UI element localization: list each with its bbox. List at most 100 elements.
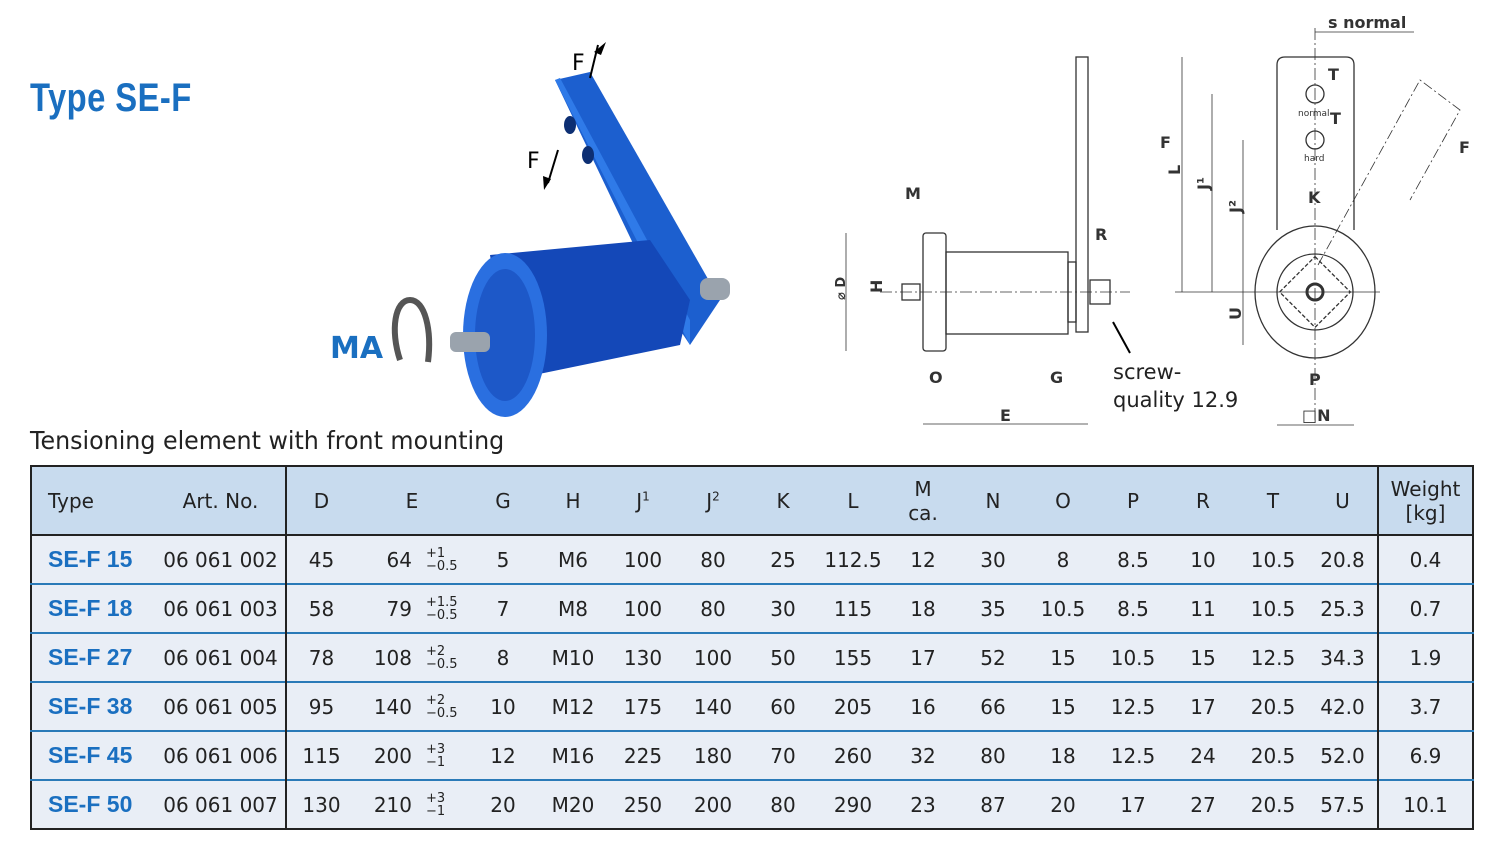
header-G: G [468,466,538,536]
e-value: 64 [386,547,412,572]
cell-r: 24 [1168,730,1238,780]
header-N: N [958,466,1028,536]
cell-o: 8 [1028,535,1098,584]
cell-weight: 6.9 [1377,730,1473,780]
header-K: K [748,466,818,536]
cell-g: 12 [468,730,538,780]
cell-p: 12.5 [1098,681,1168,731]
force-label-mid: F [527,149,540,174]
cell-j2: 180 [678,730,748,780]
e-value: 200 [373,743,412,768]
cell-e: 200+3−1 [356,730,468,780]
cell-o: 18 [1028,730,1098,780]
cell-art: 06 061 002 [156,535,287,584]
cell-h: M6 [538,535,608,584]
cell-u: 52.0 [1308,730,1378,780]
cell-h: M16 [538,730,608,780]
cell-type: SE-F 18 [31,583,156,633]
cell-h: M8 [538,583,608,633]
cell-r: 11 [1168,583,1238,633]
e-value: 79 [386,596,412,621]
header-H: H [538,466,608,536]
dim-D: ⌀ D [834,277,849,300]
cell-g: 8 [468,632,538,682]
dim-N: □N [1302,406,1331,425]
cell-n: 80 [958,730,1028,780]
header-J1: J1 [608,466,678,536]
cell-p: 10.5 [1098,632,1168,682]
cell-j2: 80 [678,583,748,633]
cell-weight: 3.7 [1377,681,1473,731]
header-type: Type [31,466,156,536]
cell-t: 20.5 [1238,779,1308,829]
cell-l: 290 [818,779,888,829]
cell-art: 06 061 007 [156,779,287,829]
dim-L: L [1165,165,1184,175]
header-R: R [1168,466,1238,536]
cell-m: 12 [888,535,958,584]
cell-d: 78 [286,632,356,682]
cell-r: 27 [1168,779,1238,829]
cell-art: 06 061 005 [156,681,287,731]
cell-h: M12 [538,681,608,731]
cell-type: SE-F 27 [31,632,156,682]
cell-r: 15 [1168,632,1238,682]
cell-art: 06 061 004 [156,632,287,682]
cell-p: 17 [1098,779,1168,829]
force-right: F [1459,138,1470,157]
force-left: F [1160,133,1171,152]
cell-weight: 0.4 [1377,535,1473,584]
cell-j2: 100 [678,632,748,682]
screw-note-2: quality 12.9 [1113,388,1238,412]
cell-k: 30 [748,583,818,633]
e-tolerance: +1−0.5 [426,545,458,574]
cell-n: 52 [958,632,1028,682]
cell-g: 7 [468,583,538,633]
cell-j1: 100 [608,583,678,633]
header-O: O [1028,466,1098,536]
cell-n: 87 [958,779,1028,829]
cell-u: 20.8 [1308,535,1378,584]
dim-G: G [1050,368,1063,387]
torque-label: MA [330,331,384,366]
cell-n: 35 [958,583,1028,633]
dim-s-normal: s normal [1328,13,1406,32]
cell-m: 17 [888,632,958,682]
cell-j2: 80 [678,535,748,584]
mounting-plate [555,72,720,345]
cell-o: 15 [1028,632,1098,682]
e-tolerance: +2−0.5 [426,692,458,721]
header-weight: Weight[kg] [1377,466,1473,536]
cell-g: 10 [468,681,538,731]
header-D: D [286,466,356,536]
cell-l: 260 [818,730,888,780]
cell-t: 10.5 [1238,583,1308,633]
cell-l: 115 [818,583,888,633]
cell-h: M20 [538,779,608,829]
cell-p: 12.5 [1098,730,1168,780]
cell-k: 80 [748,779,818,829]
cell-e: 210+3−1 [356,779,468,829]
cell-k: 60 [748,681,818,731]
dim-P: P [1309,370,1321,389]
hole-normal-label: normal [1298,109,1330,119]
cell-k: 50 [748,632,818,682]
cell-weight: 10.1 [1377,779,1473,829]
cell-j1: 250 [608,779,678,829]
cell-e: 108+2−0.5 [356,632,468,682]
dim-M: M [905,184,921,203]
header-E: E [356,466,468,536]
torque-arrow-icon [391,296,433,363]
dim-T1: T [1328,65,1339,84]
cell-type: SE-F 38 [31,681,156,731]
cell-g: 5 [468,535,538,584]
cell-u: 42.0 [1308,681,1378,731]
cell-d: 115 [286,730,356,780]
technical-drawing: M ⌀ D H R O G E screw- quality 12.9 s no… [834,13,1470,426]
cell-type: SE-F 45 [31,730,156,780]
